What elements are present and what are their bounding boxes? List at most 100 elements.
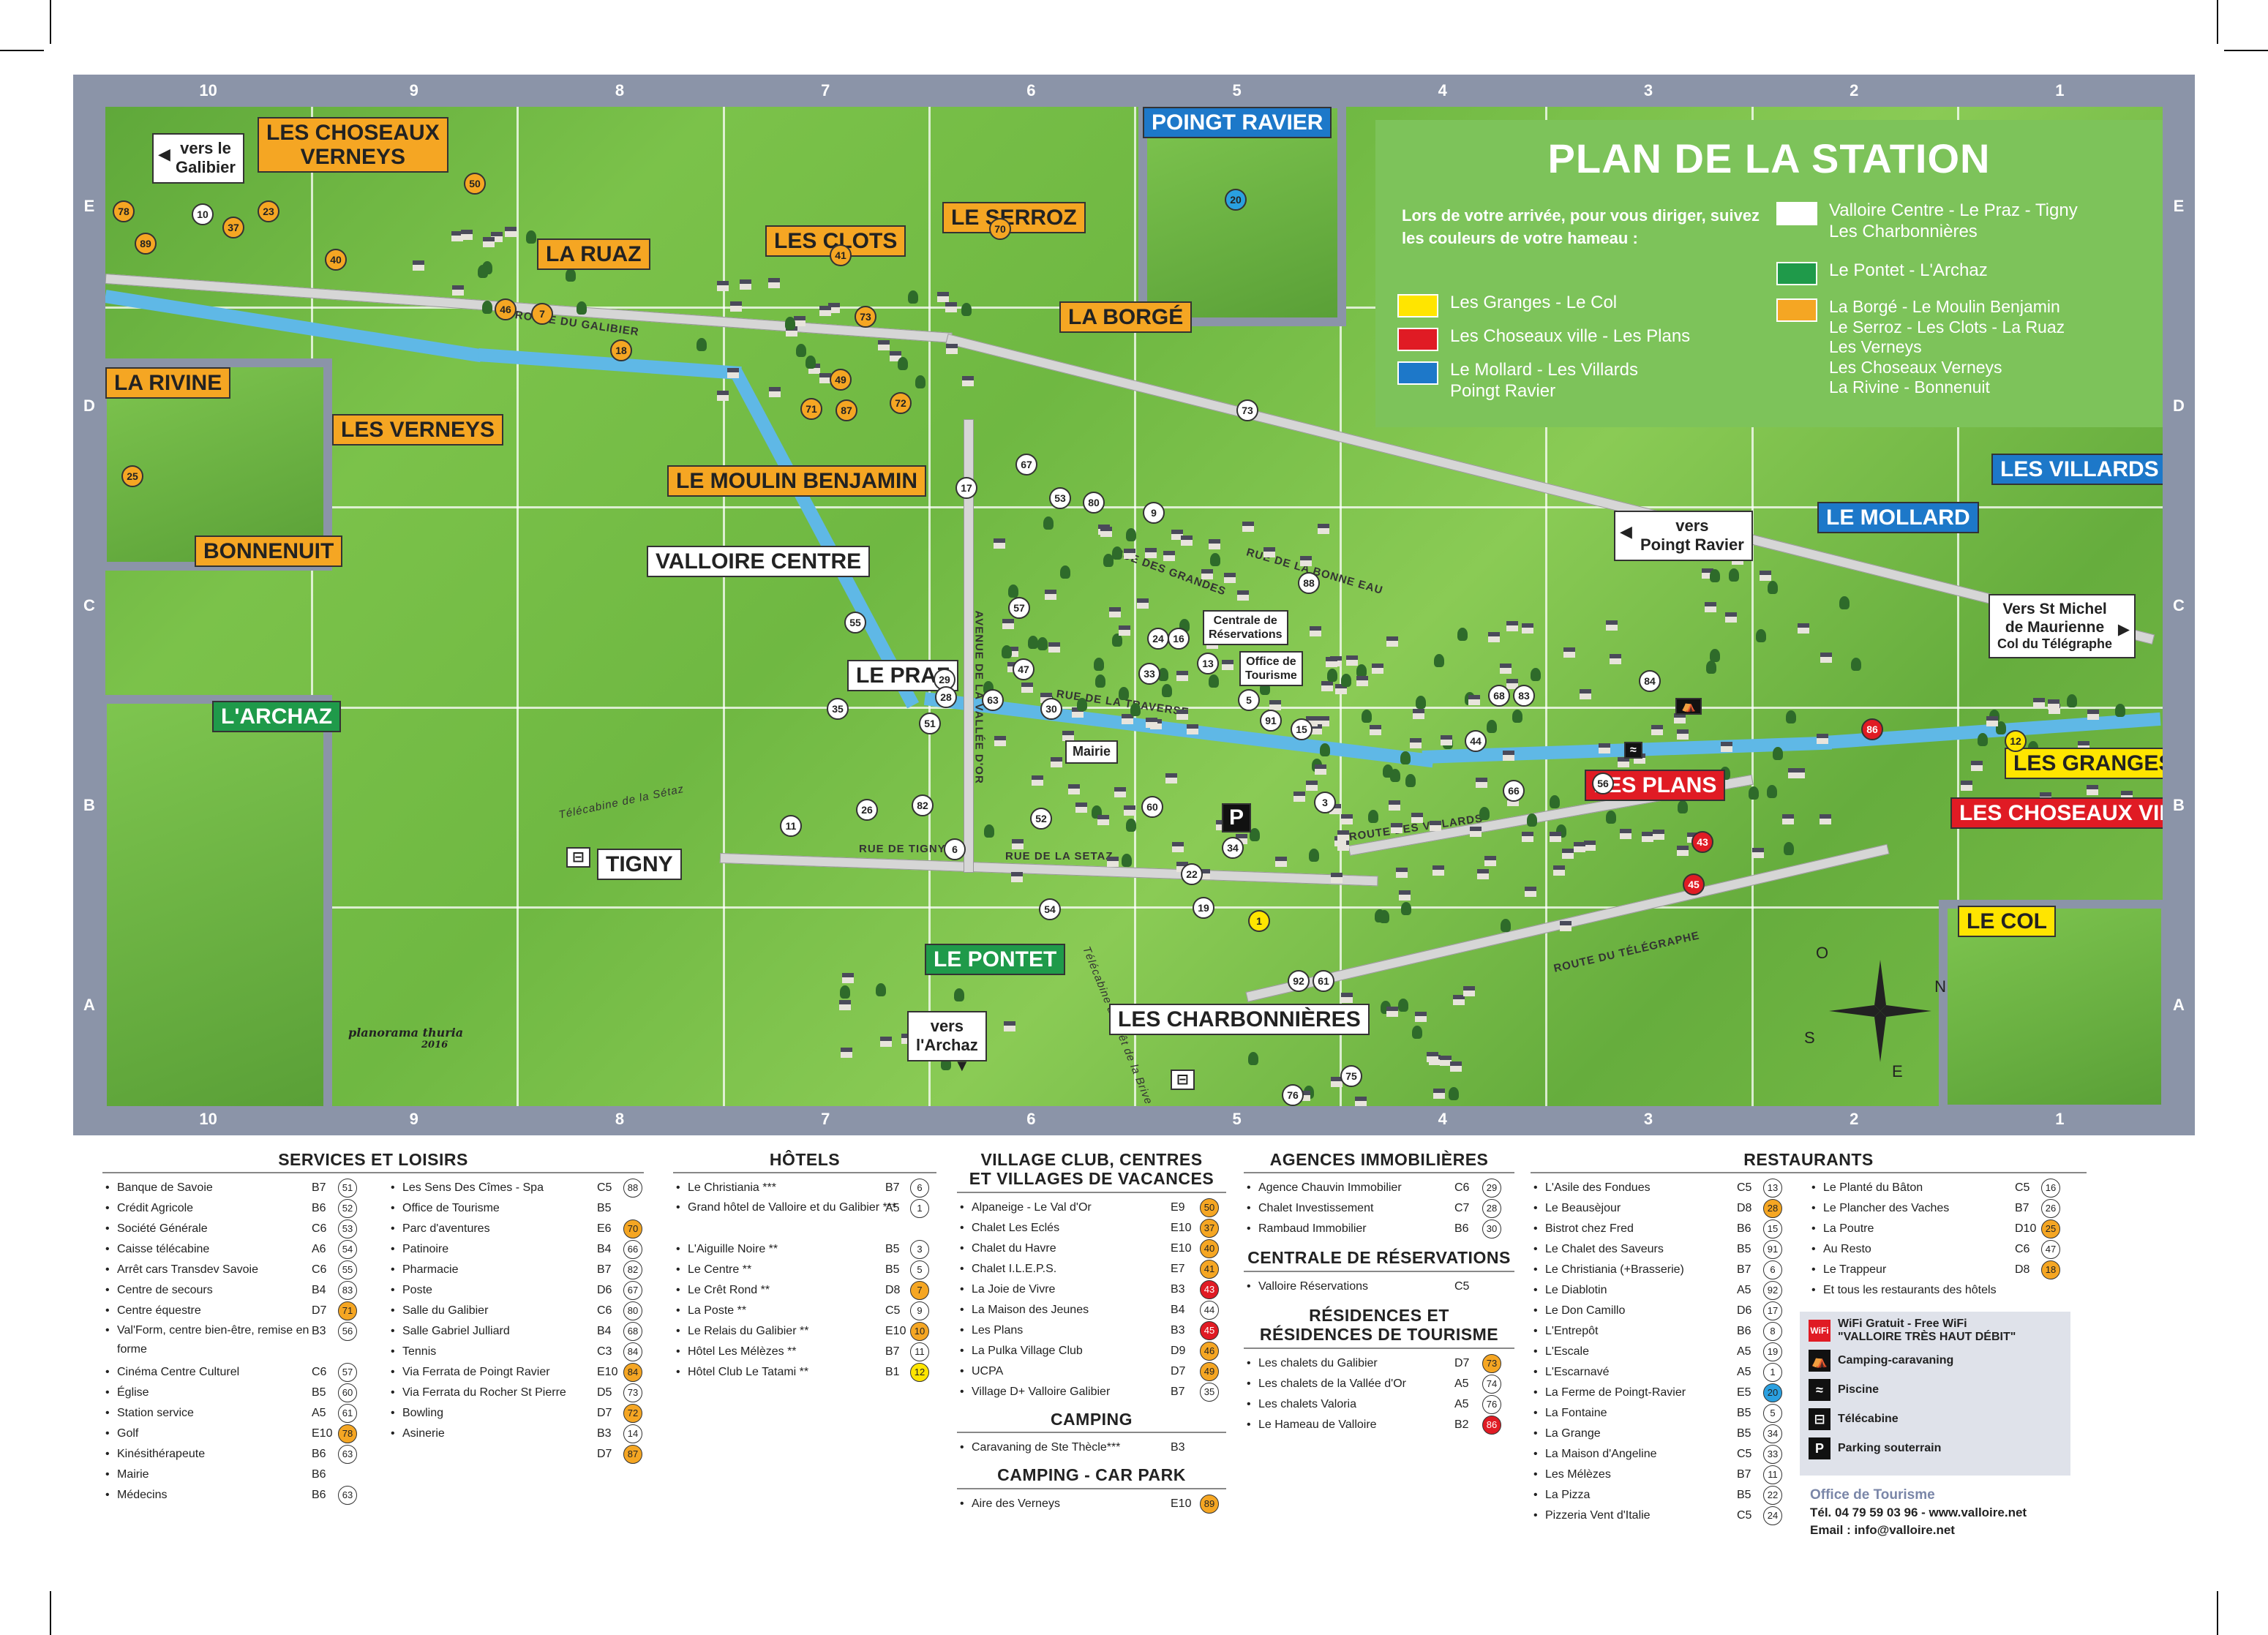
sign-mairie[interactable]: Mairie: [1065, 740, 1119, 764]
poi-marker[interactable]: 63: [982, 689, 1004, 711]
place-le-pontet[interactable]: LE PONTET: [925, 944, 1066, 975]
poi-marker[interactable]: 89: [135, 233, 157, 255]
poi-marker[interactable]: 19: [1193, 897, 1214, 919]
poi-marker[interactable]: 15: [1291, 718, 1313, 740]
poi-marker[interactable]: 29: [934, 669, 955, 691]
camping-icon[interactable]: ⛺: [1675, 698, 1702, 715]
place-poingt-ravier[interactable]: POINGT RAVIER: [1143, 107, 1332, 138]
poi-marker[interactable]: 24: [1147, 628, 1169, 650]
poi-marker[interactable]: 91: [1260, 710, 1282, 732]
poi-marker[interactable]: 82: [912, 794, 934, 816]
poi-marker[interactable]: 73: [1236, 399, 1258, 421]
poi-marker[interactable]: 33: [1138, 663, 1160, 685]
place-les-granges[interactable]: LES GRANGES: [2005, 748, 2163, 779]
poi-marker[interactable]: 12: [2005, 730, 2027, 752]
poi-marker[interactable]: 61: [1313, 970, 1334, 992]
poi-marker[interactable]: 50: [464, 173, 486, 195]
place-la-borge[interactable]: LA BORGÉ: [1059, 301, 1193, 333]
poi-marker[interactable]: 51: [919, 713, 941, 734]
poi-marker[interactable]: 28: [935, 686, 957, 708]
place-les-verneys[interactable]: LES VERNEYS: [332, 414, 504, 446]
poi-marker[interactable]: 7: [531, 303, 553, 325]
poi-marker[interactable]: 17: [955, 477, 977, 499]
poi-marker[interactable]: 60: [1141, 796, 1163, 818]
poi-marker[interactable]: 45: [1683, 873, 1705, 895]
poi-marker[interactable]: 72: [890, 392, 912, 414]
place-le-mollard[interactable]: LE MOLLARD: [1817, 502, 1979, 533]
poi-marker[interactable]: 70: [989, 218, 1011, 240]
poi-marker[interactable]: 10: [192, 203, 214, 225]
poi-marker[interactable]: 66: [1503, 780, 1525, 802]
poi-marker[interactable]: 84: [1639, 670, 1661, 692]
place-bonnenuit[interactable]: BONNENUIT: [195, 535, 343, 567]
place-les-choseaux-ville[interactable]: LES CHOSEAUX VILLE: [1950, 797, 2163, 829]
poi-marker[interactable]: 47: [1013, 658, 1035, 680]
place-le-serroz[interactable]: LE SERROZ: [942, 202, 1086, 233]
place-le-moulin-benjamin[interactable]: LE MOULIN BENJAMIN: [667, 465, 926, 497]
poi-marker[interactable]: 18: [610, 339, 632, 361]
poi-marker[interactable]: 53: [1049, 487, 1071, 509]
poi-marker[interactable]: 22: [1181, 863, 1203, 885]
poi-marker[interactable]: 1: [1248, 910, 1270, 932]
piscine-icon[interactable]: ≈: [1624, 742, 1642, 759]
poi-marker[interactable]: 13: [1197, 653, 1219, 674]
poi-marker[interactable]: 9: [1143, 502, 1165, 524]
poi-marker[interactable]: 16: [1168, 628, 1190, 650]
poi-marker[interactable]: 3: [1314, 792, 1336, 813]
poi-marker[interactable]: 37: [222, 217, 244, 238]
poi-marker[interactable]: 55: [844, 612, 866, 634]
poi-marker[interactable]: 46: [495, 298, 517, 320]
poi-marker[interactable]: 54: [1039, 898, 1061, 920]
poi-marker[interactable]: 67: [1015, 454, 1037, 476]
poi-marker[interactable]: 75: [1340, 1065, 1362, 1087]
poi-marker[interactable]: 78: [113, 200, 135, 222]
poi-marker[interactable]: 88: [1298, 572, 1320, 594]
poi-marker[interactable]: 11: [780, 815, 802, 837]
poi-marker[interactable]: 87: [836, 399, 857, 421]
poi-marker[interactable]: 56: [1592, 773, 1614, 794]
poi-marker[interactable]: 49: [830, 369, 852, 391]
poi-marker[interactable]: 23: [258, 200, 279, 222]
place-la-ruaz[interactable]: LA RUAZ: [537, 238, 650, 270]
parking-icon[interactable]: P: [1222, 803, 1252, 832]
place-les-charbonnieres[interactable]: LES CHARBONNIÈRES: [1109, 1004, 1370, 1035]
poi-marker[interactable]: 25: [121, 465, 143, 487]
telecabine-icon[interactable]: ⊟: [1171, 1070, 1195, 1090]
poi-marker[interactable]: 34: [1222, 837, 1244, 859]
poi-marker[interactable]: 73: [855, 306, 876, 328]
poi-marker[interactable]: 44: [1465, 730, 1487, 752]
poi-marker[interactable]: 52: [1030, 808, 1052, 830]
place-larchaz[interactable]: L'ARCHAZ: [212, 701, 342, 732]
poi-marker[interactable]: 26: [856, 799, 878, 821]
poi-marker[interactable]: 41: [830, 244, 852, 266]
place-tigny[interactable]: TIGNY: [597, 849, 682, 880]
poi-marker[interactable]: 40: [325, 249, 347, 271]
poi-marker[interactable]: 5: [1238, 689, 1260, 711]
place-les-villards[interactable]: LES VILLARDS: [1991, 454, 2163, 485]
station-map[interactable]: ROUTE DU GALIBIER ROUTE DU TÉLÉGRAPHE RU…: [105, 107, 2163, 1106]
poi-marker[interactable]: 35: [827, 698, 849, 720]
poi-marker[interactable]: 30: [1040, 698, 1062, 720]
poi-marker[interactable]: 83: [1513, 685, 1535, 707]
poi-marker[interactable]: 20: [1225, 189, 1247, 211]
poi-marker[interactable]: 57: [1008, 597, 1030, 619]
poi-marker[interactable]: 68: [1488, 685, 1510, 707]
telecabine-icon[interactable]: ⊟: [566, 847, 590, 868]
poi-marker[interactable]: 71: [800, 398, 822, 420]
place-valloire-centre[interactable]: VALLOIRE CENTRE: [647, 546, 871, 577]
poi-marker[interactable]: 92: [1288, 970, 1310, 992]
place-la-rivine[interactable]: LA RIVINE: [105, 367, 231, 399]
place-le-col[interactable]: LE COL: [1958, 906, 2056, 937]
poi-marker[interactable]: 43: [1691, 831, 1713, 853]
poi-marker[interactable]: 86: [1861, 718, 1883, 740]
poi-marker[interactable]: 76: [1282, 1084, 1304, 1106]
poi-marker[interactable]: 6: [944, 838, 966, 860]
poi-marker[interactable]: 80: [1083, 492, 1105, 514]
